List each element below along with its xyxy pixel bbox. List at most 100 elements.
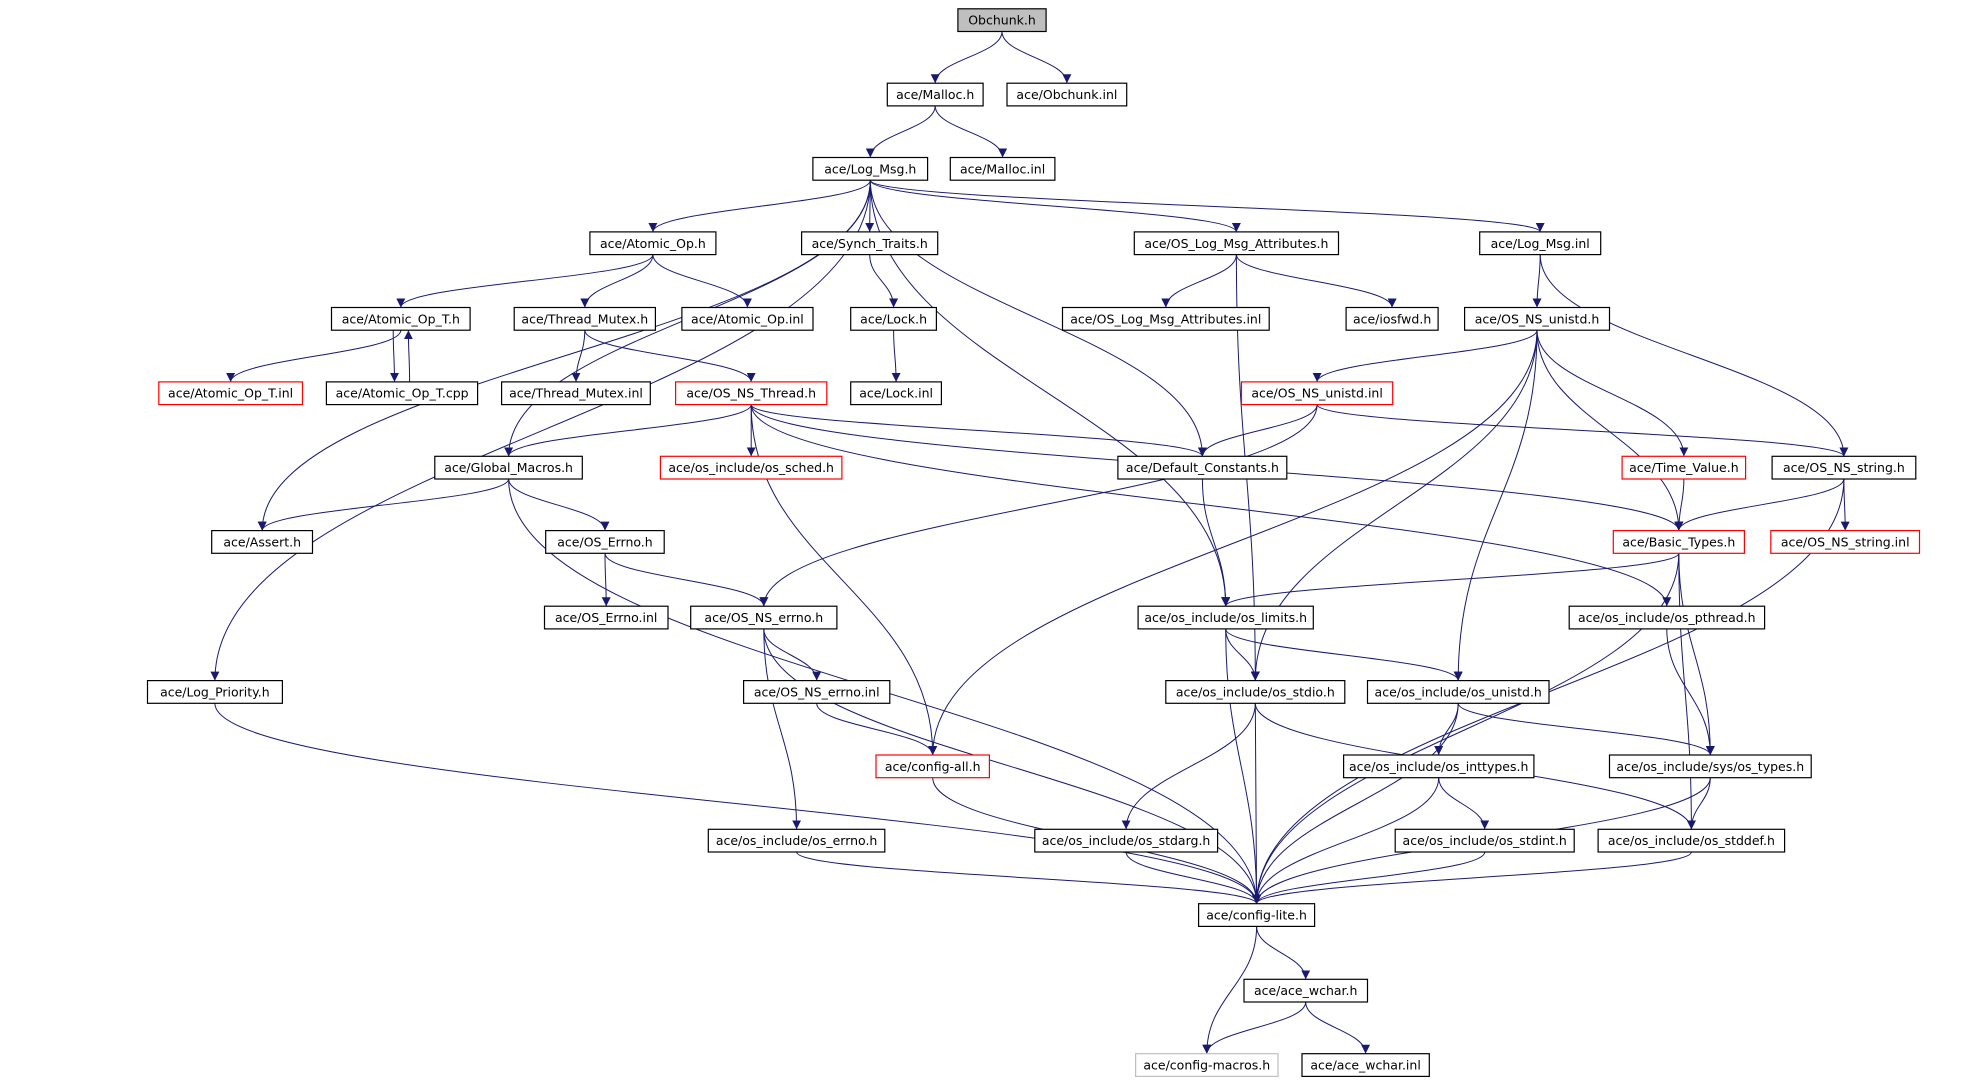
node-ace-os-ns-unistd-inl[interactable]: ace/OS_NS_unistd.inl bbox=[1240, 381, 1394, 406]
node-ace-os-include-os-stdio-h[interactable]: ace/os_include/os_stdio.h bbox=[1165, 679, 1346, 704]
node-box bbox=[158, 381, 304, 406]
edge-n1-to-n4 bbox=[934, 105, 1008, 158]
edge-n44-to-n46 bbox=[1252, 851, 1486, 904]
node-ace-assert-h[interactable]: ace/Assert.h bbox=[211, 529, 314, 554]
node-box bbox=[886, 82, 984, 107]
edge-n8-to-n26 bbox=[1539, 254, 1849, 457]
edge-n5-to-n11 bbox=[652, 254, 752, 308]
edge-n46-to-n48 bbox=[1202, 926, 1258, 1054]
edge-line bbox=[1453, 330, 1538, 681]
node-ace-malloc-h[interactable]: ace/Malloc.h bbox=[886, 82, 984, 107]
edge-line bbox=[601, 553, 611, 607]
node-ace-synch-traits-h[interactable]: ace/Synch_Traits.h bbox=[800, 231, 939, 256]
node-box bbox=[589, 231, 717, 256]
node-label: ace/Time_Value.h bbox=[1629, 460, 1739, 475]
node-box bbox=[1137, 605, 1314, 630]
node-label: ace/OS_NS_unistd.h bbox=[1475, 311, 1600, 326]
node-ace-os-include-os-stdint-h[interactable]: ace/os_include/os_stdint.h bbox=[1394, 828, 1575, 853]
node-ace-os-include-sys-os-types-h[interactable]: ace/os_include/sys/os_types.h bbox=[1608, 754, 1812, 779]
edge-line bbox=[1202, 926, 1258, 1054]
node-ace-thread-mutex-inl[interactable]: ace/Thread_Mutex.inl bbox=[501, 381, 651, 406]
node-ace-os-ns-errno-h[interactable]: ace/OS_NS_errno.h bbox=[690, 605, 838, 630]
edge-line bbox=[504, 404, 752, 457]
edge-n6-to-n12 bbox=[869, 254, 899, 308]
edge-n3-to-n7 bbox=[869, 179, 1241, 233]
node-label: ace/os_include/os_limits.h bbox=[1144, 610, 1307, 625]
node-ace-default-constants-h[interactable]: ace/Default_Constants.h bbox=[1117, 455, 1288, 480]
node-ace-os-ns-string-inl[interactable]: ace/OS_NS_string.inl bbox=[1770, 529, 1921, 554]
edge-n47-to-n49 bbox=[1305, 1001, 1371, 1054]
node-ace-os-ns-thread-h[interactable]: ace/OS_NS_Thread.h bbox=[674, 381, 828, 406]
node-box bbox=[513, 306, 657, 331]
edge-line bbox=[1202, 1001, 1307, 1054]
node-ace-log-msg-h[interactable]: ace/Log_Msg.h bbox=[812, 156, 929, 181]
node-ace-lock-h[interactable]: ace/Lock.h bbox=[850, 306, 938, 331]
node-ace-iosfwd-h[interactable]: ace/iosfwd.h bbox=[1345, 306, 1439, 331]
edge-line bbox=[1252, 777, 1440, 904]
node-ace-atomic-op-t-h[interactable]: ace/Atomic_Op_T.h bbox=[330, 306, 471, 331]
edge-n10-to-n18 bbox=[571, 330, 586, 382]
node-ace-time-value-h[interactable]: ace/Time_Value.h bbox=[1621, 455, 1747, 480]
node-ace-os-include-os-sched-h[interactable]: ace/os_include/os_sched.h bbox=[659, 455, 843, 480]
node-ace-os-include-os-inttypes-h[interactable]: ace/os_include/os_inttypes.h bbox=[1342, 754, 1535, 779]
edge-n37-to-n43 bbox=[1121, 703, 1256, 830]
edge-line bbox=[1161, 254, 1237, 308]
edge-n42-to-n46 bbox=[796, 851, 1261, 905]
node-ace-os-include-os-pthread-h[interactable]: ace/os_include/os_pthread.h bbox=[1568, 605, 1766, 630]
node-ace-os-include-os-errno-h[interactable]: ace/os_include/os_errno.h bbox=[707, 828, 886, 853]
node-ace-basic-types-h[interactable]: ace/Basic_Types.h bbox=[1612, 529, 1746, 554]
node-box bbox=[1117, 455, 1288, 480]
node-ace-os-errno-inl[interactable]: ace/OS_Errno.inl bbox=[543, 605, 669, 630]
node-ace-ace-wchar-inl[interactable]: ace/ace_wchar.inl bbox=[1301, 1053, 1430, 1077]
edge-line bbox=[763, 628, 802, 830]
edge-line bbox=[1539, 254, 1849, 457]
node-ace-os-include-os-unistd-h[interactable]: ace/os_include/os_unistd.h bbox=[1366, 679, 1550, 704]
node-box bbox=[211, 529, 314, 554]
edge-line bbox=[1001, 31, 1072, 84]
node-ace-malloc-inl[interactable]: ace/Malloc.inl bbox=[949, 156, 1056, 181]
node-ace-atomic-op-t-inl[interactable]: ace/Atomic_Op_T.inl bbox=[158, 381, 304, 406]
node-ace-obchunk-inl[interactable]: ace/Obchunk.inl bbox=[1006, 82, 1128, 107]
node-ace-os-include-os-stddef-h[interactable]: ace/os_include/os_stddef.h bbox=[1597, 828, 1786, 853]
edge-line bbox=[930, 31, 1003, 84]
edge-n7-to-n14 bbox=[1235, 254, 1397, 308]
edge-line bbox=[1121, 703, 1256, 830]
node-box bbox=[812, 156, 929, 181]
node-ace-os-errno-h[interactable]: ace/OS_Errno.h bbox=[545, 529, 665, 554]
node-ace-thread-mutex-h[interactable]: ace/Thread_Mutex.h bbox=[513, 306, 657, 331]
node-ace-config-all-h[interactable]: ace/config-all.h bbox=[875, 754, 991, 779]
node-box bbox=[501, 381, 651, 406]
edge-n33-to-n46 bbox=[1225, 628, 1262, 904]
node-ace-os-log-msg-attributes-h[interactable]: ace/OS_Log_Msg_Attributes.h bbox=[1133, 231, 1340, 256]
node-label: ace/Atomic_Op_T.h bbox=[342, 311, 460, 326]
node-box bbox=[1771, 455, 1917, 480]
node-ace-atomic-op-h[interactable]: ace/Atomic_Op.h bbox=[589, 231, 717, 256]
node-ace-log-msg-inl[interactable]: ace/Log_Msg.inl bbox=[1479, 231, 1602, 256]
edge-n1-to-n3 bbox=[865, 105, 936, 158]
node-obchunk-h: Obchunk.h bbox=[957, 8, 1047, 33]
node-ace-os-ns-string-h[interactable]: ace/OS_NS_string.h bbox=[1771, 455, 1917, 480]
node-label: ace/OS_Errno.h bbox=[557, 535, 652, 550]
node-label: ace/os_include/os_stddef.h bbox=[1608, 833, 1775, 848]
node-ace-os-log-msg-attributes-inl[interactable]: ace/OS_Log_Msg_Attributes.inl bbox=[1061, 306, 1270, 331]
node-ace-atomic-op-t-cpp[interactable]: ace/Atomic_Op_T.cpp bbox=[325, 381, 479, 406]
node-ace-log-priority-h[interactable]: ace/Log_Priority.h bbox=[146, 679, 283, 704]
node-ace-os-include-os-limits-h[interactable]: ace/os_include/os_limits.h bbox=[1137, 605, 1314, 630]
node-ace-config-lite-h[interactable]: ace/config-lite.h bbox=[1197, 903, 1316, 928]
node-ace-lock-inl[interactable]: ace/Lock.inl bbox=[850, 381, 943, 406]
node-ace-os-ns-errno-inl[interactable]: ace/OS_NS_errno.inl bbox=[742, 679, 891, 704]
edge-line bbox=[763, 628, 1262, 904]
node-ace-os-ns-unistd-h[interactable]: ace/OS_NS_unistd.h bbox=[1463, 306, 1611, 331]
node-box bbox=[1342, 754, 1535, 779]
edge-n41-to-n45 bbox=[1686, 777, 1711, 830]
node-box bbox=[1568, 605, 1766, 630]
node-ace-os-include-os-stdarg-h[interactable]: ace/os_include/os_stdarg.h bbox=[1034, 828, 1219, 853]
node-ace-config-macros-h[interactable]: ace/config-macros.h bbox=[1134, 1053, 1279, 1077]
node-box bbox=[1608, 754, 1812, 779]
node-ace-atomic-op-inl[interactable]: ace/Atomic_Op.inl bbox=[681, 306, 814, 331]
edge-n29-to-n33 bbox=[1221, 552, 1680, 607]
node-ace-ace-wchar-h[interactable]: ace/ace_wchar.h bbox=[1243, 978, 1369, 1003]
node-ace-global-macros-h[interactable]: ace/Global_Macros.h bbox=[434, 455, 583, 480]
edge-n15-to-n21 bbox=[1312, 330, 1538, 383]
edge-line bbox=[1536, 330, 1689, 457]
